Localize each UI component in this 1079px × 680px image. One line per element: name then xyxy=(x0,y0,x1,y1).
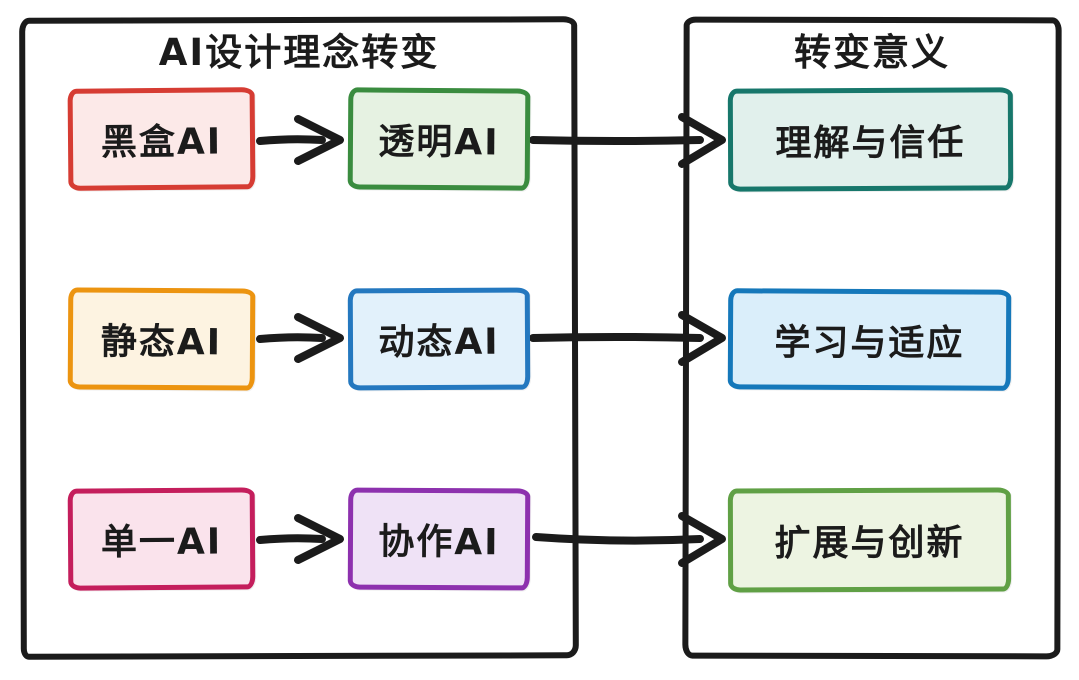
node-transparent-ai: 透明AI xyxy=(347,87,531,191)
node-label: 透明AI xyxy=(378,121,500,164)
node-label: 理解与信任 xyxy=(775,122,966,164)
node-label: 动态AI xyxy=(378,321,500,364)
node-expansion-innovation: 扩展与创新 xyxy=(727,487,1012,593)
node-label: 单一AI xyxy=(100,521,223,564)
node-blackbox-ai: 黑盒AI xyxy=(67,87,256,191)
left-panel-title: AI设计理念转变 xyxy=(158,31,440,74)
node-single-ai: 单一AI xyxy=(67,487,256,591)
node-static-ai: 静态AI xyxy=(67,287,256,391)
node-label: 静态AI xyxy=(100,321,223,364)
node-label: 黑盒AI xyxy=(100,121,223,164)
node-collaborative-ai: 协作AI xyxy=(347,487,531,591)
right-panel-title: 转变意义 xyxy=(794,31,950,74)
node-dynamic-ai: 动态AI xyxy=(347,287,531,391)
node-label: 扩展与创新 xyxy=(774,522,965,565)
node-label: 学习与适应 xyxy=(774,322,965,364)
node-label: 协作AI xyxy=(378,521,500,564)
node-understanding-trust: 理解与信任 xyxy=(727,87,1014,192)
node-learning-adaptation: 学习与适应 xyxy=(727,288,1012,391)
